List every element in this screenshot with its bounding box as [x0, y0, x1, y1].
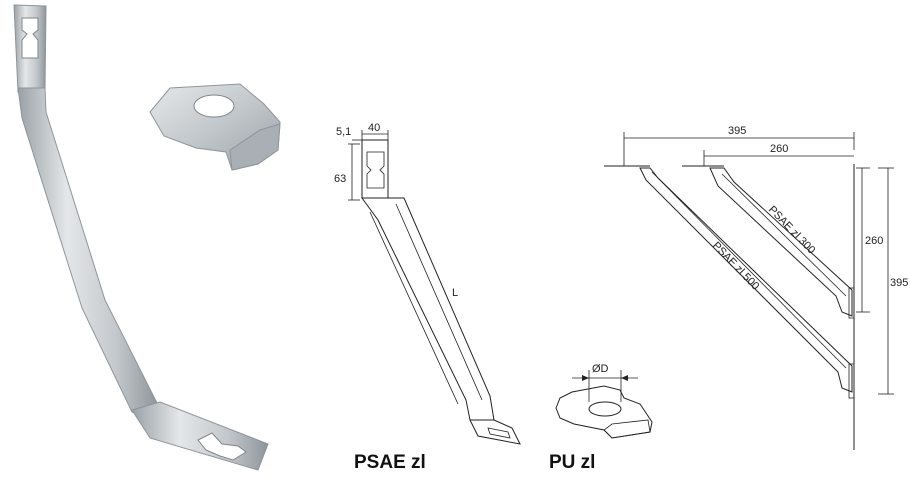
- label-short-anchor: PSAE zl 300: [766, 204, 818, 257]
- dim-width-label: 40: [368, 122, 380, 134]
- label-long-anchor: PSAE zl 500: [710, 240, 762, 293]
- dim-height-label: 63: [334, 173, 346, 185]
- caption-anchor: PSAE zl: [354, 452, 426, 473]
- dim-short-horizontal-label: 260: [770, 143, 788, 155]
- dim-short-vertical-label: 260: [865, 235, 883, 247]
- assembly-drawing: 395 260 260 395 PSAE zl 500 PSAE zl 300: [604, 125, 908, 450]
- dim-length-label: L: [452, 287, 458, 299]
- caption-washer: PU zl: [549, 452, 595, 473]
- dim-long-horizontal-label: 395: [728, 125, 746, 137]
- anchor-photo: [13, 4, 269, 471]
- dim-long-vertical-label: 395: [890, 277, 908, 289]
- dim-thickness-label: 5,1: [336, 126, 351, 138]
- washer-photo: [149, 83, 281, 171]
- washer-drawing: ØD: [555, 363, 653, 439]
- dim-diameter-label: ØD: [592, 363, 609, 375]
- anchor-drawing: 40 5,1 63 L: [334, 122, 521, 445]
